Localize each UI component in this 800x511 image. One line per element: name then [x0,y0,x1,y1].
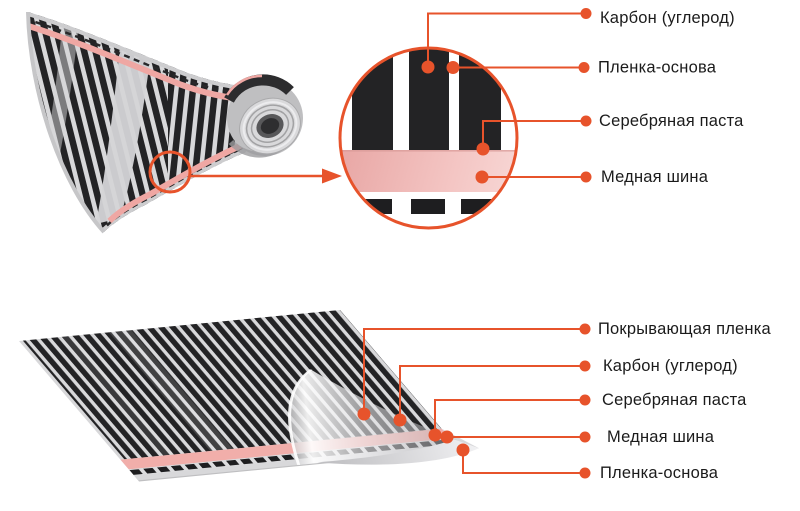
zoom-arrow-icon [322,168,342,184]
cover-film-peel [289,369,473,465]
magnifier-detail [338,46,519,230]
callout-dot [428,428,442,442]
roll-face-ring-1 [245,104,295,148]
film-sheet-illustration [19,309,480,482]
carbon-stripes-left [28,12,168,232]
label-dot [579,467,591,479]
callout-dot [476,142,490,156]
label-copper-bottom: Медная шина [607,428,715,446]
silver-dry-band [96,46,150,224]
wrapped-film-pink-edge [225,74,263,96]
roll-core-hole [260,118,280,134]
callouts-bottom [357,323,591,479]
label-dot [580,115,592,127]
film-roll-illustration [26,11,342,234]
label-dot [580,8,592,19]
label-dot [579,431,591,443]
callout-dot [393,413,407,427]
label-coverfilm-bottom: Покрывающая пленка [598,320,772,338]
callout-line-coverfilm [363,328,585,414]
roll-face-ring-2 [250,109,290,143]
sheet-sheen-1 [108,330,233,451]
callout-dot [456,443,470,457]
wrapped-film-dark [224,74,294,103]
callout-line-carbon-bottom [399,365,585,420]
carbon-bar-1 [352,48,393,150]
label-dot [579,394,591,406]
roll-face [239,97,301,155]
callout-line-silver-bottom [434,399,585,435]
cut-edge [26,11,106,234]
carbon-bar-3 [459,48,501,150]
callout-dot [446,61,460,74]
label-dot [579,360,591,372]
labels: Карбон (углерод) Пленка-основа Серебряна… [598,9,772,482]
callouts-top [421,8,592,184]
roll-face-highlight [242,101,298,151]
callout-dot [475,170,489,184]
film-roll-end [224,74,303,158]
cover-film-lip [317,439,480,465]
label-silver-top: Серебряная паста [599,112,744,130]
label-carbon-bottom: Карбон (углерод) [603,357,738,375]
label-dot [580,171,592,183]
copper-bus-band [340,150,517,192]
callout-dot [421,60,435,74]
callout-dot [357,407,371,421]
label-dot [579,323,591,335]
callout-dot [440,430,454,444]
detail-spot-circle [148,150,192,194]
contact-dash-2 [411,199,445,214]
sheet-sheen-2 [60,335,174,456]
label-basefilm-top: Пленка-основа [598,59,717,77]
callout-line-carbon-top [427,12,586,67]
label-dot [578,62,590,73]
silver-paste-line [340,150,517,152]
label-carbon-top: Карбон (углерод) [600,9,735,27]
callout-line-silver-top [482,120,586,149]
sheet-surface [19,309,480,482]
callout-line-basefilm-bottom [462,450,585,474]
label-basefilm-bottom: Пленка-основа [600,464,719,482]
peel-crease-highlight [288,369,313,465]
label-silver-bottom: Серебряная паста [602,391,747,409]
label-copper-top: Медная шина [601,168,709,186]
